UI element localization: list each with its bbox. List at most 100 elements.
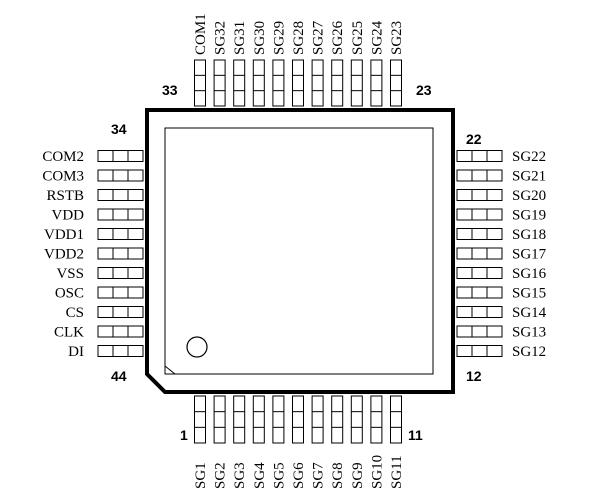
right-pin-pad-sg20	[456, 189, 503, 201]
bottom-pin-label-sg4: SG4	[252, 462, 268, 489]
right-pin-pad-sg17	[456, 247, 503, 260]
top-pin-label-sg27: SG27	[311, 20, 327, 55]
left-pin-label-di: DI	[68, 344, 84, 360]
pin-number-34: 34	[111, 121, 127, 137]
pin-number-11: 11	[408, 427, 423, 443]
right-pin-label-sg18: SG18	[512, 227, 546, 243]
bottom-pin-label-sg6: SG6	[291, 462, 307, 489]
bottom-pin-label-sg7: SG7	[311, 462, 327, 489]
right-pin-pad-sg19	[456, 208, 503, 221]
top-pin-label-sg24: SG24	[369, 20, 385, 55]
right-pin-pad-sg16	[456, 267, 503, 279]
bottom-pin-label-sg11: SG11	[389, 455, 405, 489]
left-pin-pad-di	[97, 345, 144, 357]
pin-number-44: 44	[111, 368, 127, 384]
left-pin-label-vdd1: VDD1	[44, 227, 84, 243]
top-pin-label-sg25: SG25	[350, 21, 366, 55]
right-pin-label-sg22: SG22	[512, 149, 546, 165]
pin-number-12: 12	[466, 368, 482, 384]
top-pin-label-sg28: SG28	[291, 21, 307, 55]
top-pin-pad-sg30	[252, 59, 265, 107]
bottom-pin-pad-sg8	[331, 395, 344, 444]
chip-body	[145, 108, 455, 394]
top-pin-pad-com1	[194, 59, 206, 107]
bottom-pin-pad-sg11	[390, 395, 402, 444]
bottom-pin-pad-sg9	[350, 395, 363, 444]
right-pin-label-sg20: SG20	[512, 188, 546, 204]
top-pin-pad-sg28	[292, 59, 304, 107]
bottom-pin-pad-sg2	[213, 395, 226, 444]
left-pin-pad-vdd1	[97, 228, 144, 240]
left-pin-label-rstb: RSTB	[46, 188, 84, 204]
top-pin-pad-sg25	[350, 59, 363, 107]
bottom-pin-label-sg5: SG5	[271, 462, 287, 489]
left-pin-pad-osc	[97, 286, 144, 299]
top-pin-pad-sg32	[213, 59, 226, 107]
bottom-pin-pad-sg6	[292, 395, 304, 444]
left-pin-label-vdd2: VDD2	[44, 247, 84, 263]
right-pin-pad-sg14	[456, 306, 503, 318]
right-pin-pad-sg18	[456, 228, 503, 240]
left-pin-label-osc: OSC	[55, 286, 84, 302]
top-pin-pad-sg23	[390, 59, 402, 107]
top-pin-pad-sg26	[331, 59, 344, 107]
top-pin-label-sg26: SG26	[330, 20, 346, 55]
left-pin-label-vdd: VDD	[52, 208, 85, 224]
bottom-pin-pad-sg7	[311, 395, 324, 444]
left-pin-pad-rstb	[97, 189, 144, 201]
left-pin-pad-com2	[97, 150, 144, 162]
top-pin-label-sg23: SG23	[389, 21, 405, 55]
right-pin-pad-sg21	[456, 169, 503, 182]
left-pin-label-com3: COM3	[42, 169, 84, 185]
right-pin-label-sg12: SG12	[512, 344, 546, 360]
left-pin-pad-com3	[97, 169, 144, 182]
top-pin-pad-sg24	[370, 59, 383, 107]
pin-number-22: 22	[466, 131, 482, 147]
bottom-pin-label-sg9: SG9	[350, 462, 366, 489]
right-pin-row: SG22SG21SG20SG19SG18SG17SG16SG15SG14SG13…	[456, 149, 547, 360]
top-pin-pad-sg27	[311, 59, 324, 107]
pin-number-23: 23	[416, 82, 432, 98]
left-pin-label-vss: VSS	[56, 266, 84, 282]
bottom-pin-label-sg2: SG2	[213, 462, 229, 489]
top-pin-pad-sg31	[233, 59, 246, 107]
right-pin-label-sg21: SG21	[512, 169, 546, 185]
pin1-corner-mark	[164, 365, 176, 375]
bottom-pin-label-sg3: SG3	[232, 462, 248, 489]
left-pin-pad-cs	[97, 306, 144, 318]
right-pin-label-sg14: SG14	[512, 305, 547, 321]
top-pin-label-com1: COM1	[193, 13, 209, 55]
top-pin-label-sg32: SG32	[213, 21, 229, 55]
chip-inner-outline	[164, 127, 434, 375]
left-pin-pad-vdd	[97, 208, 144, 221]
top-pin-label-sg31: SG31	[232, 21, 248, 55]
right-pin-pad-sg15	[456, 286, 503, 299]
right-pin-label-sg17: SG17	[512, 247, 547, 263]
right-pin-label-sg15: SG15	[512, 286, 546, 302]
pin1-dot	[186, 336, 208, 358]
bottom-pin-pad-sg10	[370, 395, 383, 444]
bottom-pin-pad-sg5	[272, 395, 285, 444]
pin-number-1: 1	[180, 427, 188, 443]
bottom-pin-pad-sg3	[233, 395, 246, 444]
left-pin-label-cs: CS	[66, 305, 84, 321]
top-pin-label-sg29: SG29	[271, 21, 287, 55]
bottom-pin-label-sg1: SG1	[193, 462, 209, 489]
right-pin-pad-sg13	[456, 325, 503, 338]
bottom-pin-label-sg10: SG10	[369, 455, 385, 489]
left-pin-label-com2: COM2	[42, 149, 84, 165]
right-pin-pad-sg12	[456, 345, 503, 357]
right-pin-label-sg13: SG13	[512, 325, 546, 341]
right-pin-label-sg16: SG16	[512, 266, 547, 282]
right-pin-pad-sg22	[456, 150, 503, 162]
bottom-pin-pad-sg4	[252, 395, 265, 444]
bottom-pin-pad-sg1	[194, 395, 206, 444]
right-pin-label-sg19: SG19	[512, 208, 546, 224]
pin-number-33: 33	[162, 82, 178, 98]
left-pin-label-clk: CLK	[54, 325, 84, 341]
top-pin-pad-sg29	[272, 59, 285, 107]
